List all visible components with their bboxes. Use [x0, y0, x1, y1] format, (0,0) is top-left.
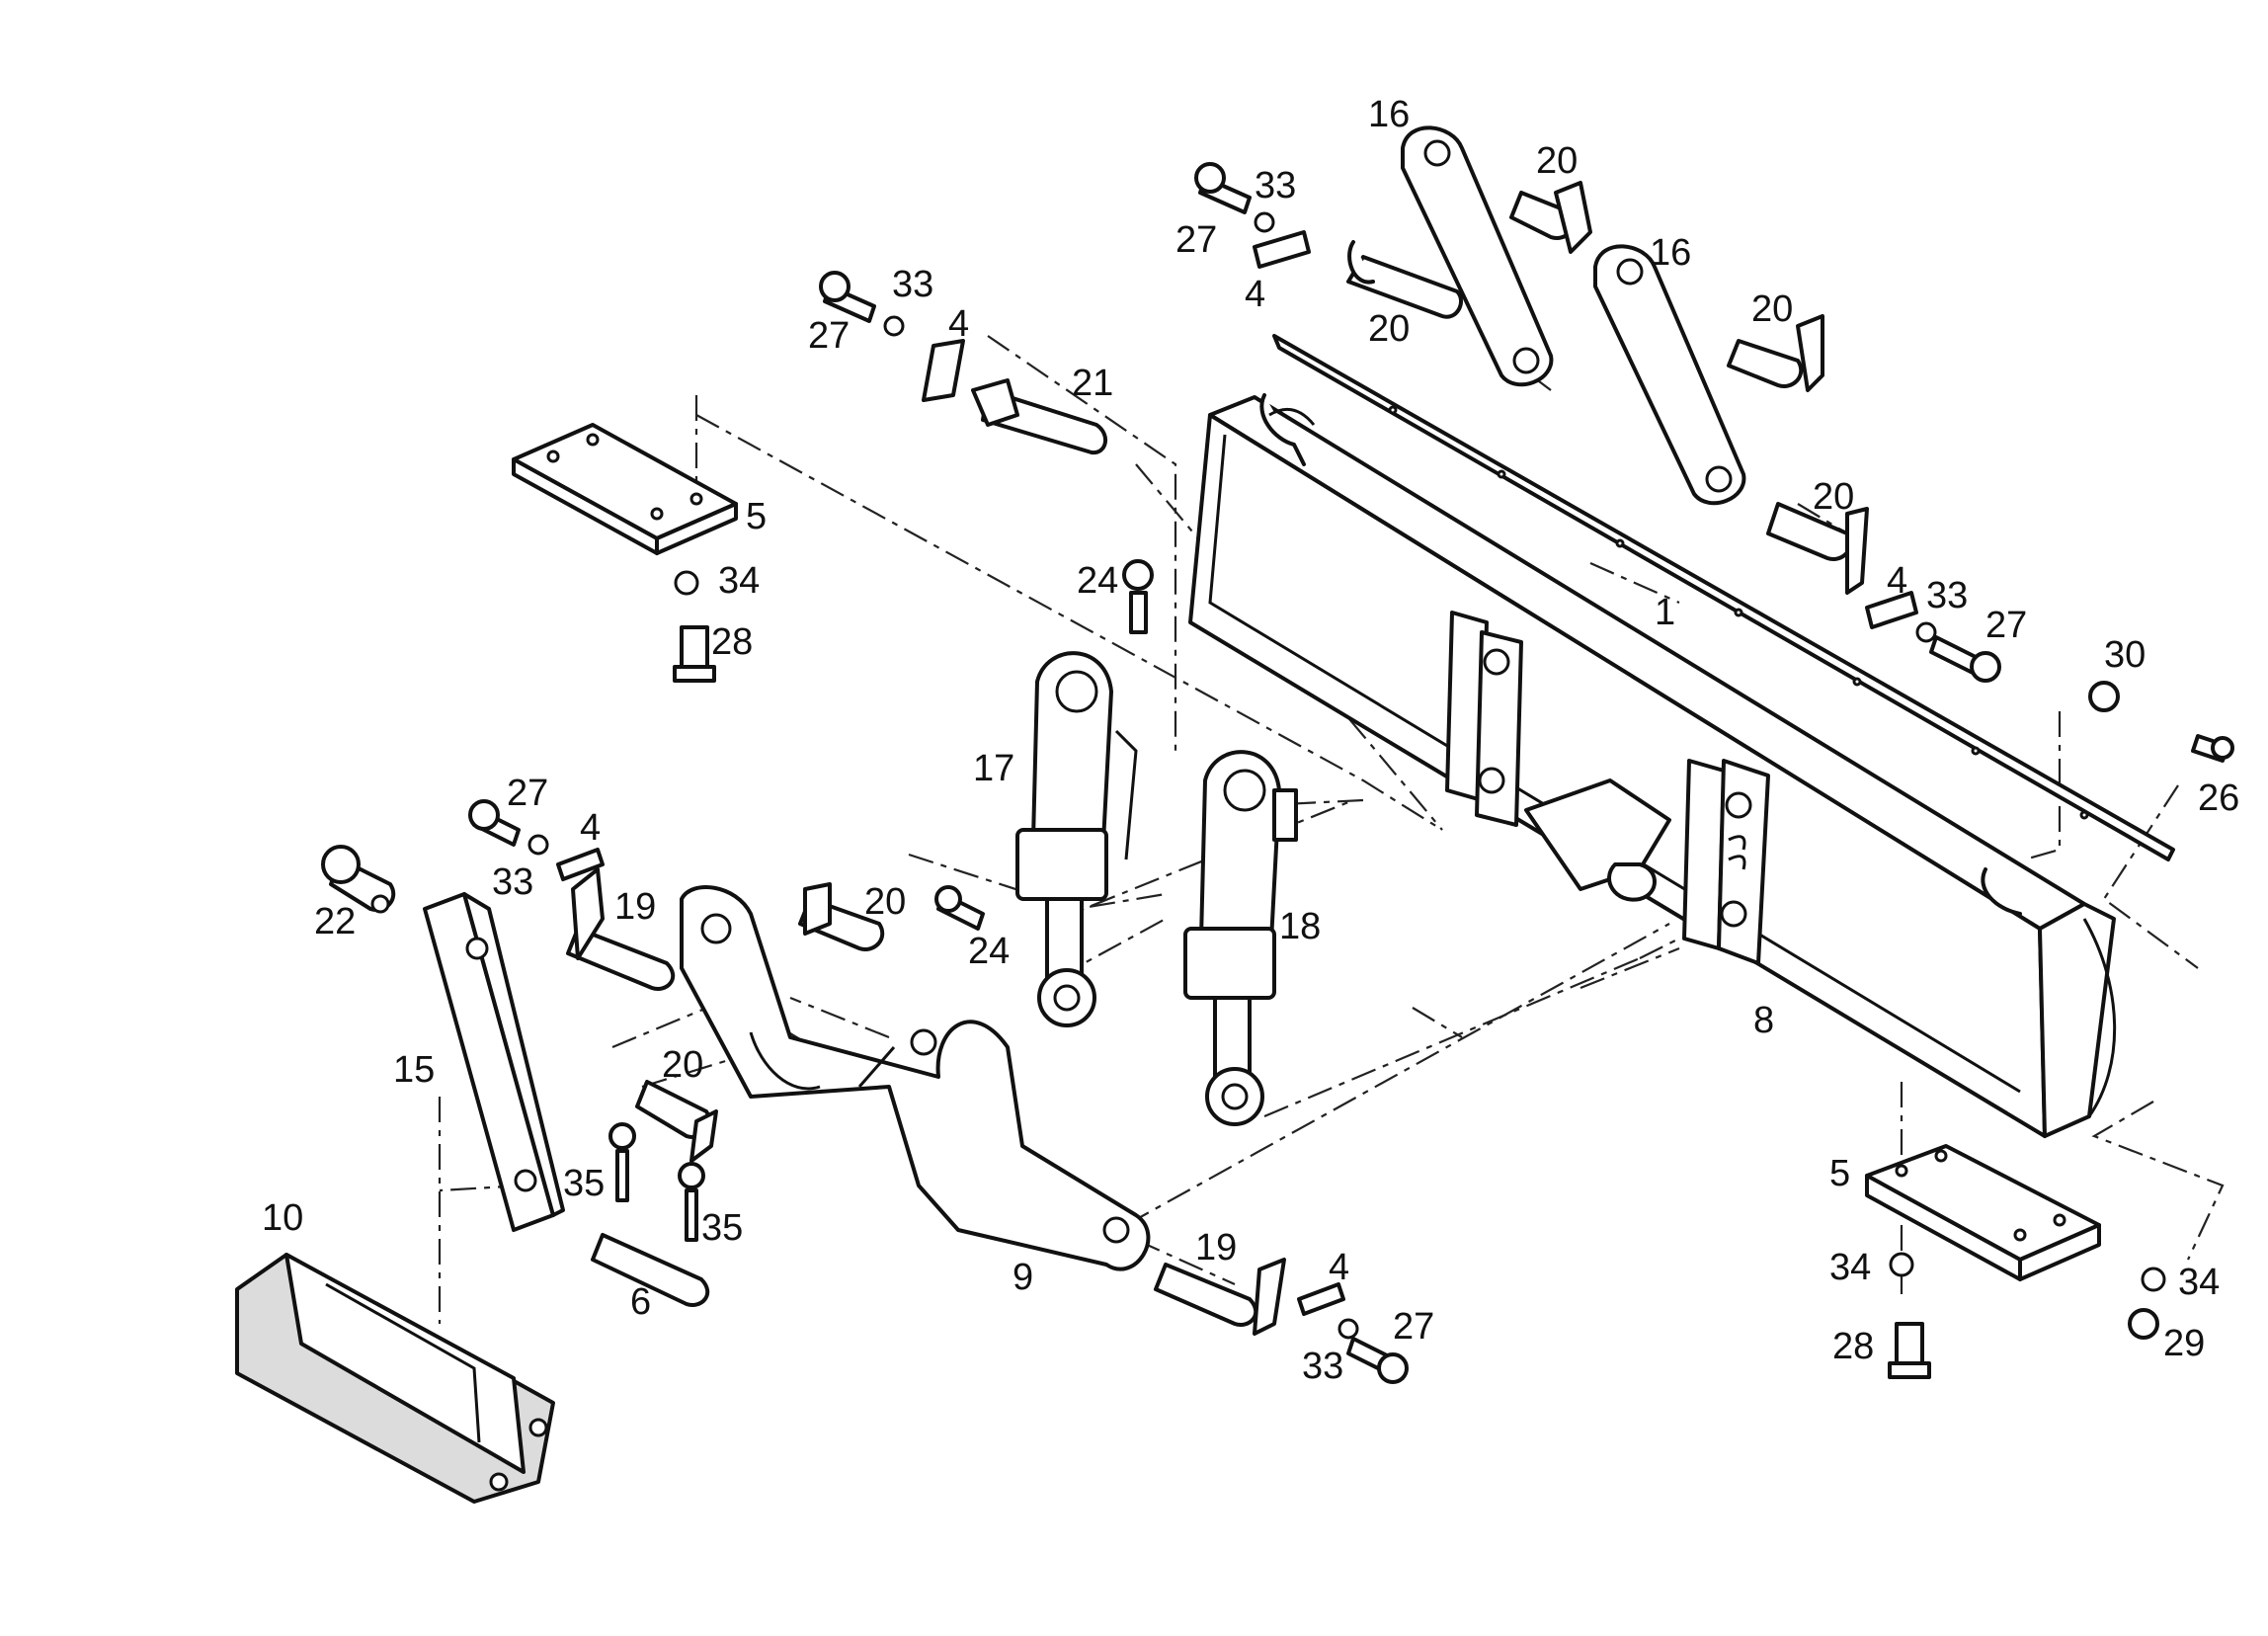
- pin-21: [971, 378, 1107, 455]
- callout-22: 22: [314, 901, 356, 942]
- cutting-edge-strip: [1272, 334, 2175, 861]
- pin-6: [591, 1233, 710, 1307]
- callout-34-c: 34: [2178, 1262, 2220, 1303]
- side-arm: [423, 892, 565, 1232]
- pin-20-c: [1727, 314, 1824, 392]
- callout-34-a: 34: [718, 560, 760, 602]
- hardware-eye-bolts: [608, 1122, 705, 1242]
- callout-27-d: 27: [507, 773, 548, 814]
- callout-29: 29: [2163, 1323, 2205, 1364]
- callout-28-b: 28: [1832, 1326, 1874, 1367]
- callout-27-a: 27: [1175, 219, 1217, 261]
- callout-9: 9: [1012, 1257, 1033, 1298]
- hydraulic-cylinder-17: [1015, 651, 1138, 1027]
- callout-4-a: 4: [1245, 274, 1265, 315]
- callout-1: 1: [1655, 592, 1675, 633]
- callout-33-e: 33: [1302, 1346, 1343, 1387]
- callout-20-e: 20: [864, 881, 906, 923]
- pin-19-lower: [1154, 1258, 1286, 1336]
- callout-5-b: 5: [1829, 1153, 1850, 1194]
- callout-4-c: 4: [1887, 560, 1907, 602]
- tractor-frame: [235, 1253, 555, 1504]
- callout-20-c: 20: [1751, 288, 1793, 330]
- callout-28-a: 28: [711, 621, 753, 663]
- callout-24-b: 24: [968, 931, 1010, 972]
- callout-30: 30: [2104, 634, 2146, 676]
- push-arm: [680, 885, 1151, 1271]
- mounting-bracket: [1445, 611, 1770, 965]
- callout-27-e: 27: [1393, 1306, 1434, 1348]
- wear-plate-right: [1865, 1144, 2101, 1281]
- callout-5-a: 5: [746, 496, 767, 537]
- pin-20-a: [1346, 240, 1463, 319]
- pin-20-f: [635, 1080, 718, 1163]
- callout-27-b: 27: [808, 315, 850, 357]
- callout-17: 17: [973, 748, 1014, 789]
- link-16-upper: [1401, 125, 1554, 387]
- callout-35-b: 35: [701, 1207, 743, 1249]
- hydraulic-cylinder-18: [1183, 750, 1298, 1126]
- callout-8: 8: [1753, 1000, 1774, 1041]
- callout-24-a: 24: [1077, 560, 1118, 602]
- callout-4-d: 4: [580, 807, 601, 849]
- callout-21: 21: [1072, 363, 1113, 404]
- callout-10: 10: [262, 1197, 303, 1239]
- main-beam: [1188, 393, 2117, 1138]
- callout-35-a: 35: [563, 1163, 605, 1204]
- pin-20-e: [798, 882, 885, 951]
- pin-19-upper: [566, 867, 676, 991]
- callout-34-b: 34: [1829, 1247, 1871, 1288]
- callout-4-b: 4: [948, 303, 969, 345]
- callout-19-b: 19: [1195, 1227, 1237, 1268]
- pin-22: [321, 845, 396, 914]
- callout-33-b: 33: [892, 264, 933, 305]
- callout-20-d: 20: [1813, 476, 1854, 518]
- callout-27-c: 27: [1985, 605, 2027, 646]
- callout-16-a: 16: [1368, 94, 1410, 135]
- callout-20-b: 20: [1368, 308, 1410, 350]
- callout-4-e: 4: [1329, 1247, 1349, 1288]
- wear-plate-left: [512, 423, 738, 555]
- callout-18: 18: [1279, 906, 1321, 947]
- callout-labels: 16 20 33 27 4 20 16 20 33 27 4 21 5 34 2…: [262, 94, 2239, 1387]
- callout-33-a: 33: [1255, 165, 1296, 206]
- pin-20-b: [1509, 181, 1592, 254]
- link-16-lower: [1593, 244, 1746, 506]
- callout-20-f: 20: [662, 1044, 703, 1086]
- hardware-bolts: [468, 162, 2234, 1384]
- callout-15: 15: [393, 1049, 435, 1091]
- callout-19-a: 19: [614, 886, 656, 928]
- callout-33-d: 33: [492, 861, 533, 903]
- hardware-washers: [527, 211, 2166, 1340]
- callout-33-c: 33: [1926, 575, 1968, 616]
- pin-20-d: [1766, 502, 1869, 595]
- hardware-lock-plates: [556, 230, 1918, 1316]
- callout-6: 6: [630, 1281, 651, 1323]
- callout-26: 26: [2198, 777, 2239, 819]
- callout-20-a: 20: [1536, 140, 1578, 182]
- callout-16-b: 16: [1650, 232, 1691, 274]
